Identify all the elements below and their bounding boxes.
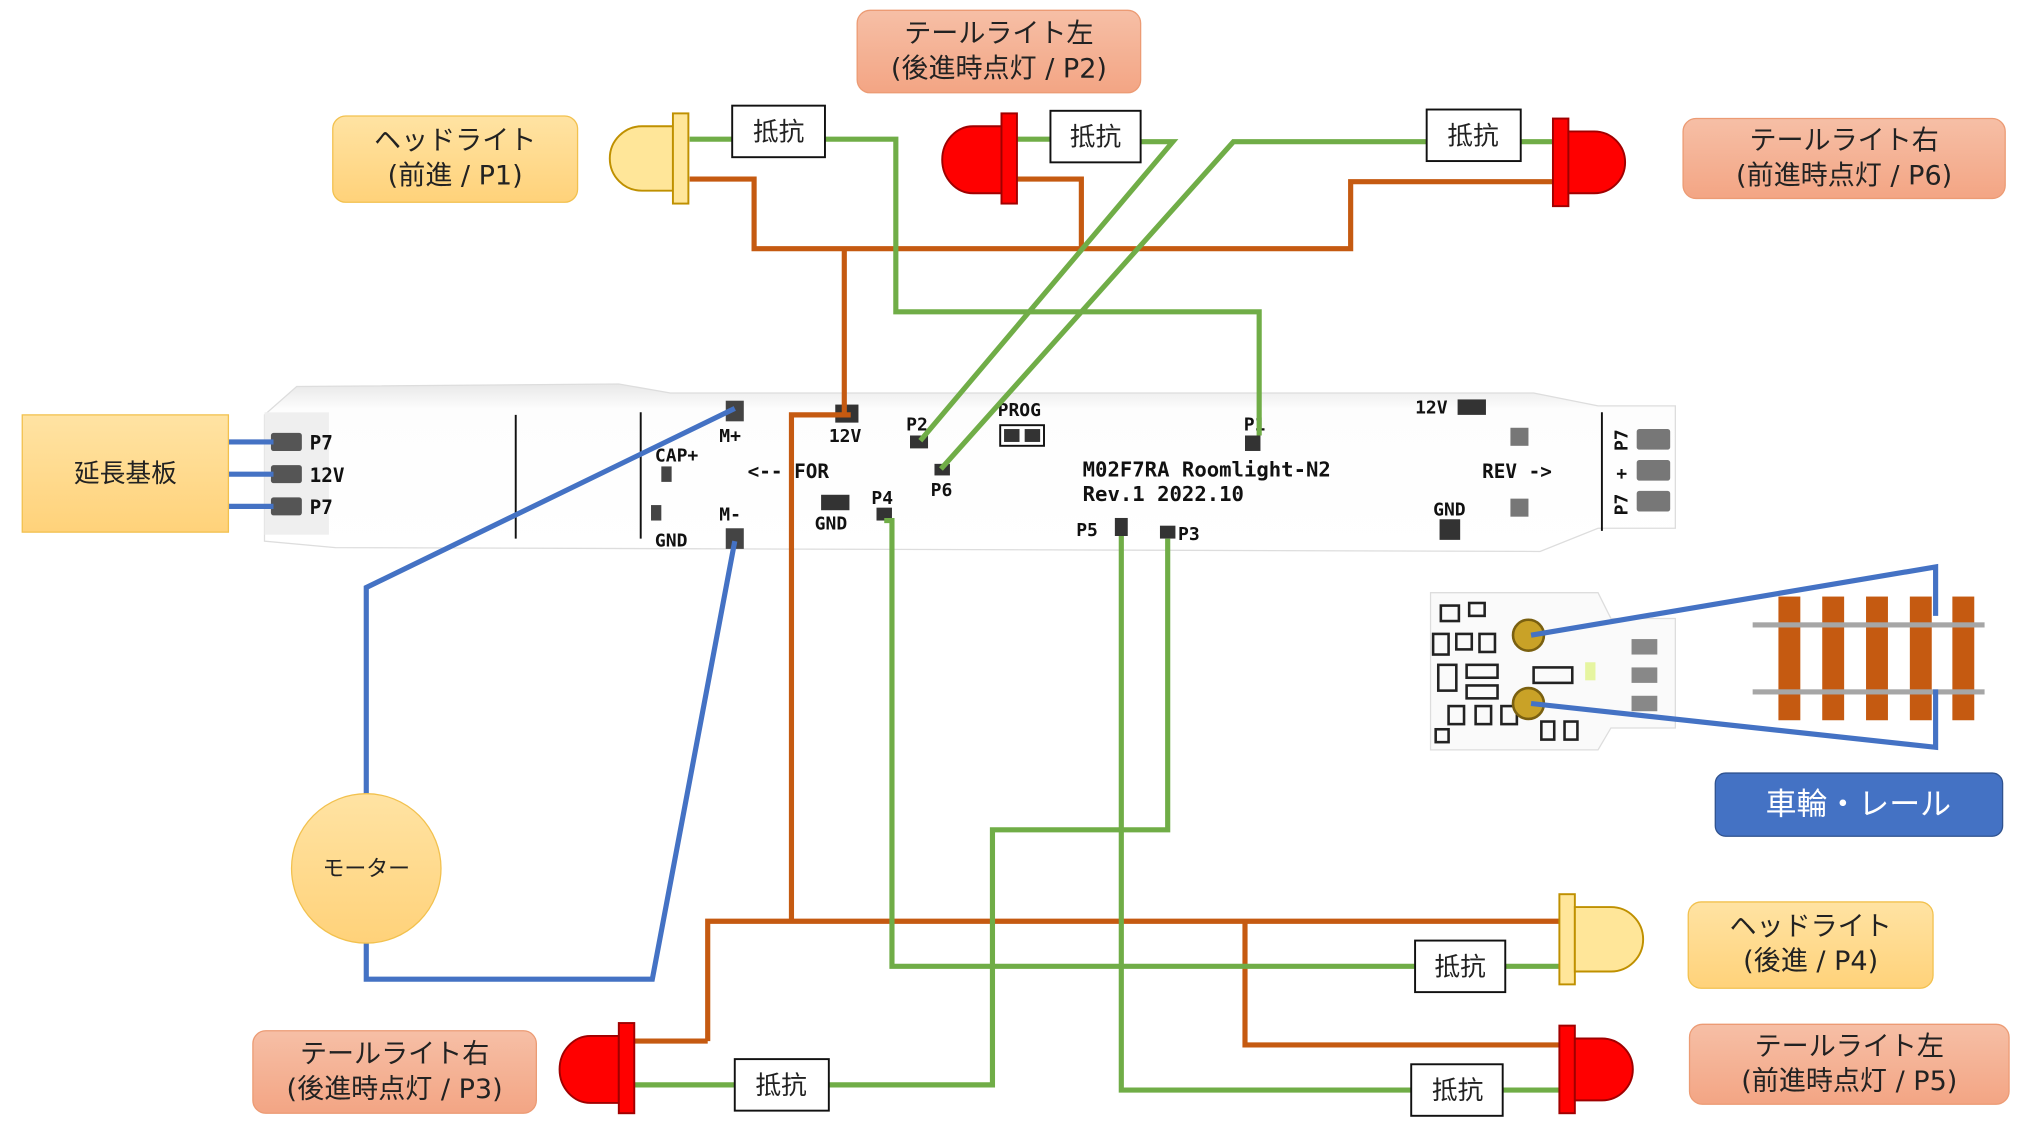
pad-cap-plus [661,466,672,482]
pcb-label-m-minus: M- [719,505,741,526]
pad-rev-top [1510,427,1529,446]
power-wires [634,176,1560,1048]
pad-m-minus [725,528,744,549]
right-connector: P7 + P7 [1612,429,1671,515]
pcb-label-p1: P1 [1244,414,1266,435]
svg-text:テールライト右: テールライト右 [1749,125,1938,156]
svg-text:車輪・レール: 車輪・レール [1766,786,1951,822]
pcb-label-12v-right: 12V [1415,398,1448,419]
rail-track-icon [1752,596,1985,721]
svg-text:モーター: モーター [322,857,410,882]
pad-p3 [1159,525,1176,539]
pad-gnd-left [651,505,662,521]
pcb-label-p6: P6 [931,480,953,501]
pcb-label-p7-right-top: P7 [1612,429,1633,451]
pcb-label-p4: P4 [871,488,893,509]
resistor-p5: 抵抗 [1410,1063,1504,1117]
label-taillight-right-forward: テールライト右 (前進時点灯 / P6) [1682,117,2006,200]
left-connector: P7 12V P7 [270,432,345,519]
pcb-label-gnd: GND [815,514,848,535]
pcb-label-p3: P3 [1178,524,1200,545]
signal-wires [634,136,1560,1093]
label-wheel-rail: 車輪・レール [1714,772,2004,837]
pcb-label-p7-bottom: P7 [310,496,333,519]
resistor-p1: 抵抗 [731,104,826,159]
svg-text:テールライト左: テールライト左 [1755,1031,1944,1062]
pcb-label-p2: P2 [906,414,928,435]
svg-text:延長基板: 延長基板 [74,459,177,489]
svg-text:(前進時点灯 / P5): (前進時点灯 / P5) [1741,1066,1957,1097]
pcb-label-m-plus: M+ [719,426,741,447]
svg-text:抵抗: 抵抗 [1434,952,1485,982]
svg-text:テールライト左: テールライト左 [904,19,1093,50]
pcb-revision: Rev.1 2022.10 [1083,482,1244,506]
label-extension-board: 延長基板 [21,414,230,533]
pcb-title: M02F7RA Roomlight-N2 [1083,458,1331,482]
svg-text:(後進時点灯 / P3): (後進時点灯 / P3) [287,1074,503,1105]
pcb-label-plus-right: + [1612,468,1633,479]
pcb-label-p7-top: P7 [310,432,333,455]
pcb-label-cap-plus: CAP+ [655,445,699,466]
pad-gnd [821,494,850,511]
pcb-label-12v: 12V [829,426,862,447]
svg-text:ヘッドライト: ヘッドライト [1729,911,1891,942]
svg-text:抵抗: 抵抗 [1447,121,1499,151]
svg-text:抵抗: 抵抗 [755,1071,807,1101]
pad-rev-bottom [1510,498,1529,517]
led-taillight-left-rev-icon [941,112,1018,205]
svg-text:(前進時点灯 / P6): (前進時点灯 / P6) [1736,160,1952,191]
led-headlight-reverse-icon [1558,893,1645,986]
led-headlight-forward-icon [608,112,690,205]
svg-text:テールライト右: テールライト右 [300,1039,489,1070]
svg-text:(後進時点灯 / P2): (後進時点灯 / P2) [891,53,1107,84]
label-taillight-right-reverse: テールライト右 (後進時点灯 / P3) [252,1030,537,1114]
label-taillight-left-reverse: テールライト左 (後進時点灯 / P2) [856,9,1142,94]
svg-text:ヘッドライト: ヘッドライト [374,125,536,156]
label-headlight-reverse: ヘッドライト (後進 / P4) [1687,901,1934,989]
pcb-label-gnd-right: GND [1433,499,1466,520]
pcb-label-12v-left: 12V [310,464,345,487]
resistor-p4: 抵抗 [1414,939,1507,994]
pcb-label-gnd-left: GND [655,530,688,551]
label-taillight-left-forward: テールライト左 (前進時点灯 / P5) [1688,1023,2010,1105]
pad-p5 [1114,517,1128,536]
led-taillight-right-fwd-icon [1551,117,1626,208]
pcb-label-p5: P5 [1076,520,1098,541]
resistor-p2: 抵抗 [1049,109,1142,164]
svg-text:抵抗: 抵抗 [753,117,805,147]
motor-wires [209,406,1939,982]
resistor-p3: 抵抗 [733,1058,830,1112]
pcb-label-for: <-- FOR [748,460,830,483]
svg-text:抵抗: 抵抗 [1070,123,1122,153]
resistor-p6: 抵抗 [1425,108,1522,163]
svg-text:(後進 / P4): (後進 / P4) [1743,946,1878,977]
decoder-pcb: P7 12V P7 P7 + P7 M+ [263,383,1676,553]
motor: モーター [290,793,442,944]
pad-p4 [876,507,892,521]
label-headlight-forward: ヘッドライト (前進 / P1) [332,115,579,203]
pcb-label-prog: PROG [998,400,1041,421]
led-taillight-left-fwd-icon [1558,1024,1634,1115]
pad-p1 [1245,435,1261,451]
pcb-label-rev: REV -> [1482,460,1552,483]
svg-text:(前進 / P1): (前進 / P1) [388,160,523,191]
led-taillight-right-rev-icon [558,1022,636,1115]
pad-12v-right [1457,399,1486,415]
pad-gnd-right [1439,519,1461,540]
svg-text:抵抗: 抵抗 [1432,1076,1484,1106]
pcb-label-p7-right-bottom: P7 [1612,494,1633,516]
